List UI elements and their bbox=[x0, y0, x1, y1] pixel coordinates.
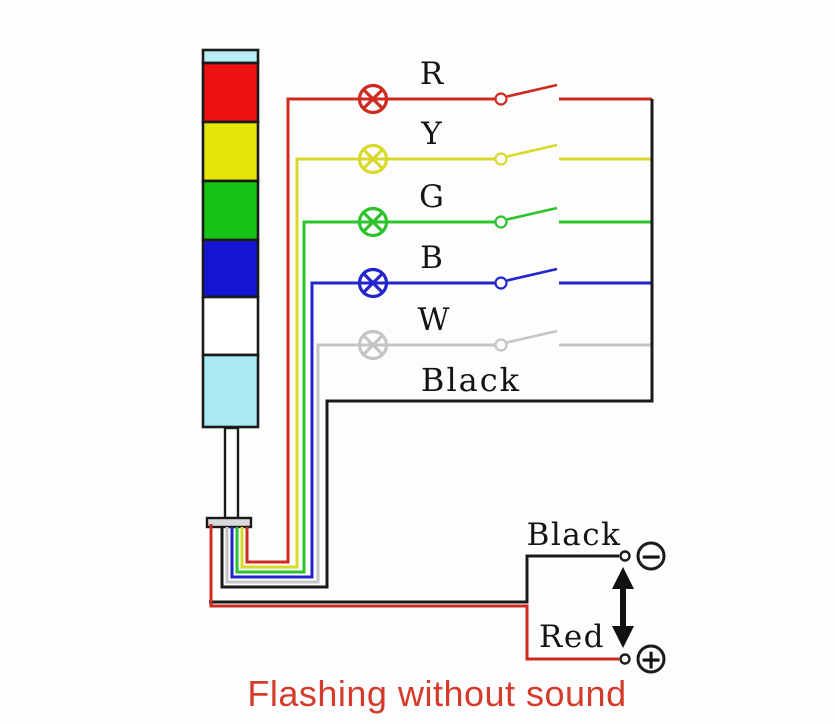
lamp-icon bbox=[357, 267, 389, 299]
circuit-row-y: Y bbox=[240, 116, 652, 569]
tower-segment-green bbox=[201, 179, 260, 242]
lamp-icon bbox=[357, 329, 389, 361]
circuit-label-g: G bbox=[419, 179, 445, 215]
tower-segment-yellow bbox=[201, 120, 260, 183]
svg-text:+: + bbox=[640, 645, 663, 676]
circuit-label-black: Black bbox=[421, 361, 521, 399]
positive-wire-terminal bbox=[619, 653, 631, 665]
switch-icon bbox=[494, 83, 558, 106]
tower-pole bbox=[223, 426, 240, 520]
power-label-red: Red bbox=[539, 619, 605, 655]
wire-black-common bbox=[220, 99, 654, 589]
svg-text:−: − bbox=[640, 542, 663, 573]
circuit-row-black-common: Black bbox=[220, 99, 654, 589]
switch-icon bbox=[494, 329, 558, 352]
negative-wire-terminal bbox=[619, 550, 631, 562]
circuit-label-b: B bbox=[420, 240, 444, 276]
wire-white bbox=[225, 343, 495, 584]
minus-terminal-icon: − bbox=[636, 541, 666, 573]
circuit-row-b: B bbox=[230, 240, 652, 579]
circuit-label-w: W bbox=[418, 302, 451, 338]
wire-yellow bbox=[240, 157, 495, 569]
wire-red bbox=[245, 97, 495, 564]
circuit-label-r: R bbox=[420, 56, 445, 92]
power-label-black: Black bbox=[527, 517, 622, 553]
power-supply: − + Black Red bbox=[209, 517, 666, 676]
switch-icon bbox=[494, 143, 558, 166]
tower-segment-red bbox=[201, 61, 260, 124]
tower-mount-plate bbox=[205, 516, 253, 529]
switch-icon bbox=[494, 206, 558, 229]
caption: Flashing without sound bbox=[247, 673, 626, 714]
switch-icon bbox=[494, 267, 558, 290]
tower-segment-white bbox=[201, 295, 260, 357]
circuit-row-w: W bbox=[225, 302, 652, 584]
lamp-icon bbox=[357, 143, 389, 175]
tower-segment-base-lens bbox=[201, 353, 260, 429]
tower-segment-cap bbox=[201, 48, 260, 65]
power-wire-red bbox=[209, 524, 619, 661]
signal-tower bbox=[201, 48, 260, 529]
tower-segment-blue bbox=[201, 238, 260, 299]
circuit-label-y: Y bbox=[420, 116, 442, 152]
polarity-arrow-icon bbox=[612, 567, 634, 648]
power-wire-black bbox=[209, 554, 619, 604]
wire-green bbox=[235, 220, 495, 574]
wire-blue bbox=[230, 281, 495, 579]
lamp-icon bbox=[357, 83, 389, 115]
plus-terminal-icon: + bbox=[636, 644, 666, 676]
lamp-icon bbox=[357, 206, 389, 238]
circuit-row-r: R bbox=[245, 56, 652, 564]
circuit-row-g: G bbox=[235, 179, 652, 574]
